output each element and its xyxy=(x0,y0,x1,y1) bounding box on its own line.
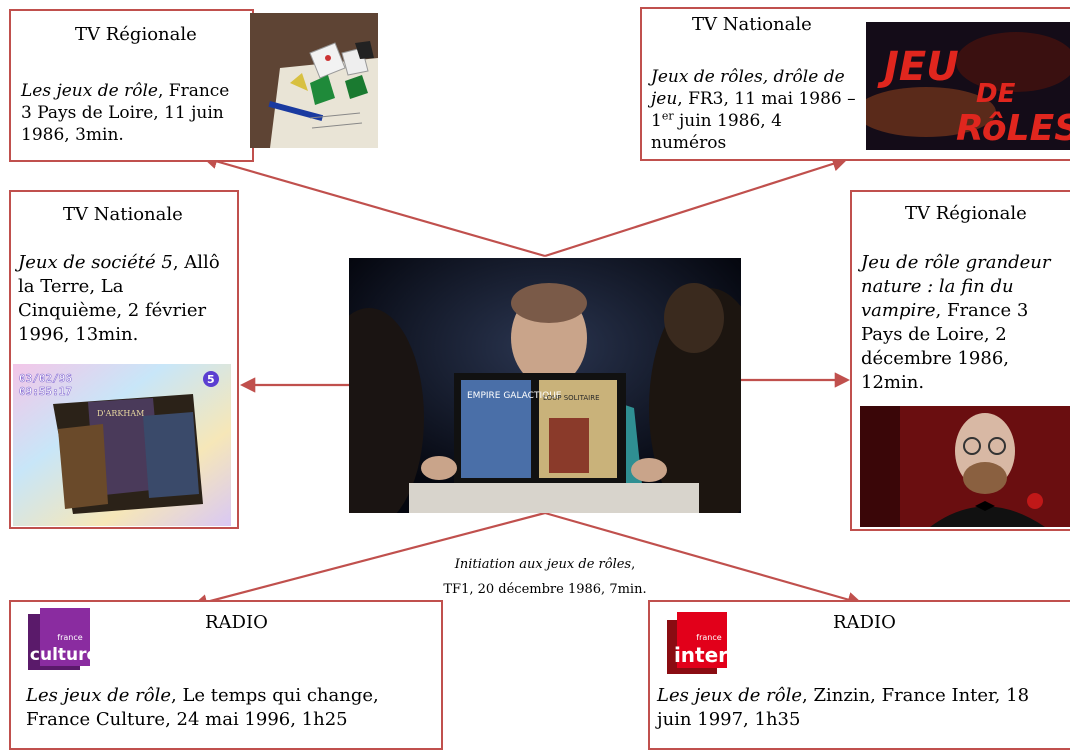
culture-logo-big: culture xyxy=(30,645,90,665)
top-right-title: Jeux de rôles, drôle de jeu xyxy=(651,67,845,109)
logo-roles-text: RôLES xyxy=(956,108,1070,149)
inter-logo-big: inter xyxy=(674,643,727,667)
top-right-logo-jeu-de-roles: JEU DE RôLES xyxy=(866,22,1070,150)
book-loup-label: LOUP SOLITAIRE xyxy=(543,394,600,402)
top-right-rest-b: juin 1986, 4 numéros xyxy=(651,111,782,153)
mid-left-header: TV Nationale xyxy=(63,204,183,225)
bottom-left-title: Les jeux de rôle xyxy=(26,685,172,706)
center-caption: Initiation aux jeux de rôles, TF1, 20 dé… xyxy=(440,552,650,602)
bottom-right-text: Les jeux de rôle, Zinzin, France Inter, … xyxy=(657,684,1067,732)
top-left-header: TV Régionale xyxy=(75,24,197,45)
top-right-sup: er xyxy=(661,109,674,123)
mid-right-title: Jeu de rôle grandeur nature : la fin du … xyxy=(861,252,1051,321)
top-right-rest-a: , FR3, 11 mai 1986 – 1 xyxy=(651,89,856,131)
top-left-text: Les jeux de rôle, France 3 Pays de Loire… xyxy=(21,80,241,146)
france-inter-logo: france inter xyxy=(665,612,727,676)
bottom-right-header: RADIO xyxy=(833,612,896,633)
mid-left-screenshot: 03/02/96 09:55:17 5 D'ARKHAM xyxy=(13,364,231,526)
logo-jeu-text: JEU xyxy=(877,44,959,90)
france-culture-logo: france culture xyxy=(26,608,90,676)
osd-time: 09:55:17 xyxy=(19,385,72,398)
mid-left-title: Jeux de société 5 xyxy=(18,252,173,273)
osd-date: 03/02/96 xyxy=(19,372,72,385)
mid-right-header: TV Régionale xyxy=(905,203,1027,224)
arkham-book-label: D'ARKHAM xyxy=(97,409,144,418)
center-caption-title: Initiation aux jeux de rôles xyxy=(454,557,632,572)
top-left-photo-dice xyxy=(250,13,378,148)
culture-logo-small: france xyxy=(57,633,82,642)
top-left-rest: , France 3 Pays de Loire, 11 juin 1986, … xyxy=(21,81,230,145)
mid-right-photo-vampire xyxy=(860,406,1070,527)
top-left-title: Les jeux de rôle xyxy=(21,81,158,101)
center-caption-rest: , TF1, 20 décembre 1986, 7min. xyxy=(443,557,647,597)
bottom-right-title: Les jeux de rôle xyxy=(657,685,803,706)
mid-left-rest: , Allô la Terre, La Cinquième, 2 février… xyxy=(18,252,220,345)
top-right-header: TV Nationale xyxy=(692,14,812,35)
arrow-to-bottom-right xyxy=(544,511,863,608)
top-right-text: Jeux de rôles, drôle de jeu, FR3, 11 mai… xyxy=(651,66,861,154)
inter-logo-small: france xyxy=(696,633,721,642)
mid-right-text: Jeu de rôle grandeur nature : la fin du … xyxy=(861,251,1061,395)
logo-de-text: DE xyxy=(976,79,1016,109)
mid-left-text: Jeux de société 5, Allô la Terre, La Cin… xyxy=(18,251,233,347)
mid-right-rest: , France 3 Pays de Loire, 2 décembre 198… xyxy=(861,300,1029,393)
bottom-left-rest: , Le temps qui change, France Culture, 2… xyxy=(26,685,379,730)
bottom-right-rest: , Zinzin, France Inter, 18 juin 1997, 1h… xyxy=(657,685,1030,730)
bottom-left-text: Les jeux de rôle, Le temps qui change, F… xyxy=(26,684,436,732)
arrow-to-top-right xyxy=(544,156,848,258)
book-empire-label: EMPIRE GALACTIQUE xyxy=(467,391,562,401)
arrow-to-bottom-left xyxy=(192,511,546,610)
arrow-to-top-left xyxy=(202,154,546,258)
center-photo: EMPIRE GALACTIQUE LOUP SOLITAIRE xyxy=(349,258,741,513)
channel-number: 5 xyxy=(207,373,215,386)
bottom-left-header: RADIO xyxy=(205,612,268,633)
